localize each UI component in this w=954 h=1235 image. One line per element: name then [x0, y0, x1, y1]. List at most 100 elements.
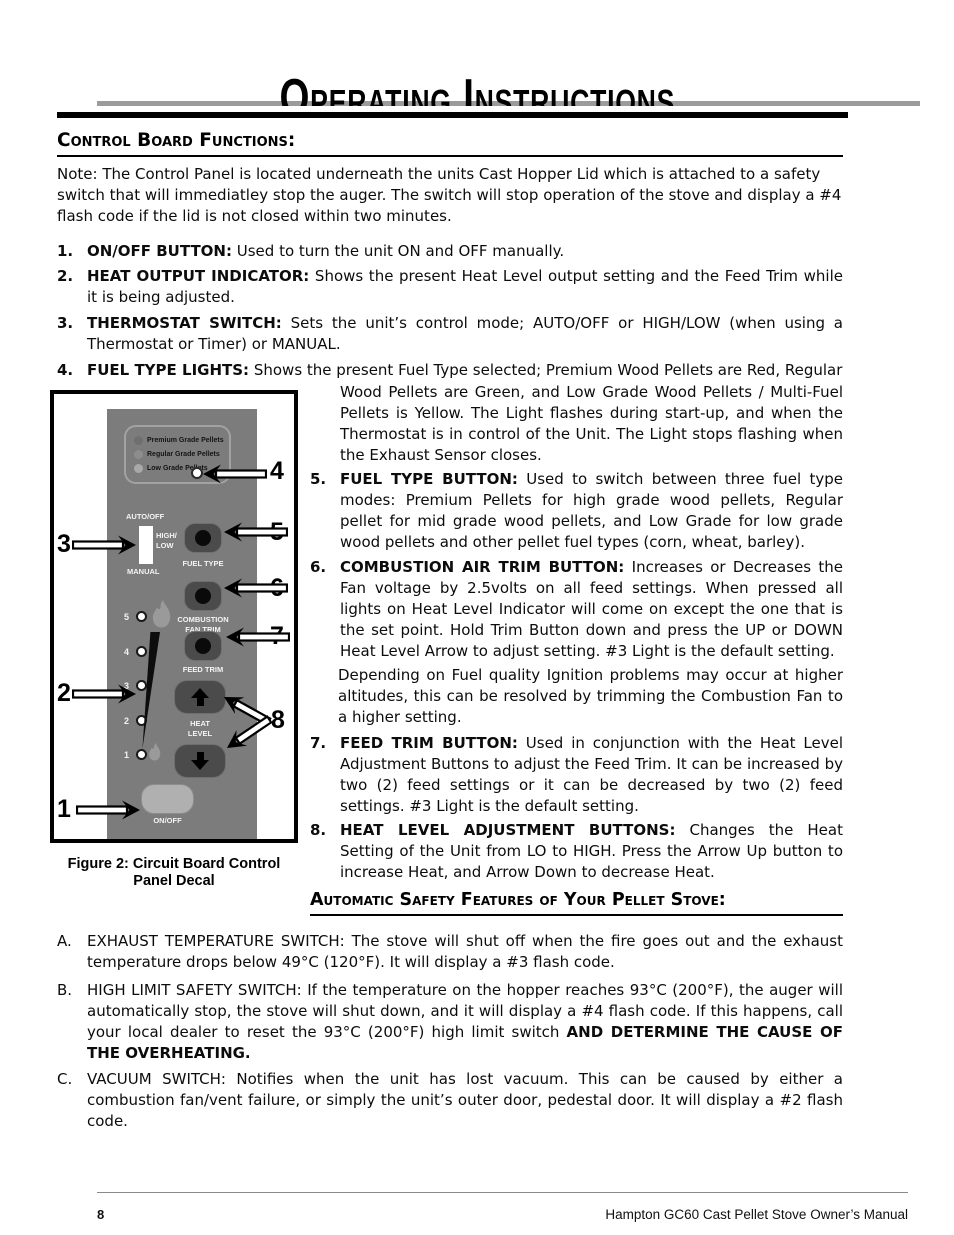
figure-2-control-panel: Premium Grade Pellets Regular Grade Pell… [50, 390, 298, 843]
page-title: Operating Instructions [0, 72, 954, 106]
item-label: COMBUSTION AIR TRIM BUTTON: [340, 558, 625, 576]
safety-features-heading: Automatic Safety Features of Your Pellet… [310, 890, 843, 916]
low-grade-led-icon [134, 463, 143, 473]
item-text: Shows the present Fuel Type selected; Pr… [253, 361, 843, 379]
callout-4: 4 [270, 457, 284, 485]
callout-arrow-1 [76, 800, 140, 820]
item-text: Sets the unit’s control mode; AUTO/OFF o… [87, 314, 843, 353]
feed-trim-button [184, 631, 222, 661]
fuel-indicator-led-icon [191, 467, 203, 479]
item-label: HEAT OUTPUT INDICATOR: [87, 267, 310, 285]
footer-rule [97, 1192, 908, 1193]
control-board-functions-heading: Control Board Functions: [57, 130, 843, 157]
regular-led-icon [134, 449, 143, 459]
item-number: 2. [57, 267, 74, 285]
list-item-6-extra: Depending on Fuel quality Ignition probl… [338, 666, 843, 726]
list-item-4: 4. FUEL TYPE LIGHTS: Shows the present F… [57, 360, 843, 381]
safety-item-b: B. HIGH LIMIT SAFETY SWITCH: If the temp… [57, 980, 843, 1064]
button-dot-icon [195, 588, 211, 604]
callout-8: 8 [271, 706, 285, 734]
heat-level-5-label: 5 [123, 612, 129, 622]
figure-caption-line1: Figure 2: Circuit Board Control [67, 856, 281, 872]
item-number: 3. [57, 314, 74, 332]
fuel-light-row: Low Grade Pellets [134, 463, 208, 473]
item-label: FUEL TYPE LIGHTS: [87, 361, 250, 379]
item-text: Increases or Decreases the Fan voltage b… [340, 558, 843, 660]
item-number: 4. [57, 361, 74, 379]
item-text: Changes the Heat Setting of the Unit fro… [340, 821, 843, 881]
figure-caption: Figure 2: Circuit Board Control Panel De… [50, 856, 298, 890]
callout-1: 1 [57, 795, 71, 823]
small-flame-icon [148, 743, 162, 761]
item-number: 8. [310, 821, 327, 839]
item-number: 5. [310, 470, 327, 488]
page-title-text: Operating Instructions [279, 72, 675, 106]
item-number: 7. [310, 734, 327, 752]
fuel-light-label: Premium Grade Pellets [147, 436, 224, 444]
safety-item-c: C. VACUUM SWITCH: Notifies when the unit… [57, 1069, 843, 1132]
heat-up-button [174, 680, 226, 714]
feed-trim-label: FEED TRIM [182, 665, 224, 674]
heat-led-4-icon [136, 646, 147, 657]
combustion-fan-trim-label: COMBUSTION FAN TRIM [177, 615, 229, 634]
item-text: Shows the present Heat Level output sett… [87, 267, 843, 306]
button-dot-icon [195, 638, 211, 654]
callout-arrow-2 [72, 684, 136, 704]
arrow-down-icon [191, 760, 209, 770]
heat-level-4-label: 4 [123, 647, 129, 657]
list-item-4-continued: Wood Pellets are Green, and Low Grade Wo… [340, 383, 843, 464]
item-number: 1. [57, 242, 74, 260]
item-text-bold: AND DETERMINE THE CAUSE OF THE OVERHEATI… [87, 1023, 844, 1062]
item-label: FEED TRIM BUTTON: [340, 734, 518, 752]
list-item-3: 3. THERMOSTAT SWITCH: Sets the unit’s co… [57, 313, 843, 355]
control-panel-decal: Premium Grade Pellets Regular Grade Pell… [107, 409, 257, 839]
item-text: EXHAUST TEMPERATURE SWITCH: The stove wi… [87, 932, 843, 971]
callout-3: 3 [57, 530, 71, 558]
heat-level-1-label: 1 [123, 750, 129, 760]
title-gray-rule [97, 101, 920, 106]
note-paragraph: Note: The Control Panel is located under… [57, 165, 842, 225]
figure-caption-line2: Panel Decal [133, 873, 215, 889]
callout-arrow-7 [226, 627, 290, 647]
safety-item-a: A. EXHAUST TEMPERATURE SWITCH: The stove… [57, 931, 843, 973]
fuel-light-label: Regular Grade Pellets [147, 450, 220, 458]
button-dot-icon [195, 530, 211, 546]
auto-off-label: AUTO/OFF [126, 512, 165, 521]
item-text: Used to turn the unit ON and OFF manuall… [236, 242, 565, 260]
item-label: THERMOSTAT SWITCH: [87, 314, 282, 332]
fuel-lights-box: Premium Grade Pellets Regular Grade Pell… [124, 425, 231, 484]
thermostat-switch [139, 526, 153, 564]
fuel-light-label: Low Grade Pellets [147, 464, 208, 472]
item-label: ON/OFF BUTTON: [87, 242, 232, 260]
callout-arrow-8-down [221, 711, 275, 757]
page-number: 8 [97, 1207, 105, 1222]
callout-arrow-6 [224, 578, 288, 598]
item-label: FUEL TYPE BUTTON: [340, 470, 518, 488]
callout-2: 2 [57, 679, 71, 707]
manual-label: MANUAL [127, 567, 160, 576]
item-text: HIGH LIMIT SAFETY SWITCH: If the tempera… [87, 981, 843, 1041]
title-black-rule [57, 112, 848, 118]
list-item-1: 1. ON/OFF BUTTON: Used to turn the unit … [57, 241, 843, 262]
flame-icon [151, 600, 173, 628]
item-text: VACUUM SWITCH: Notifies when the unit ha… [87, 1070, 843, 1130]
heat-led-1-icon [136, 749, 147, 760]
combustion-fan-trim-button [184, 581, 222, 611]
callout-arrow-4 [203, 464, 267, 484]
list-item-6: 6. COMBUSTION AIR TRIM BUTTON: Increases… [310, 557, 843, 662]
list-item-8: 8. HEAT LEVEL ADJUSTMENT BUTTONS: Change… [310, 820, 843, 883]
fuel-light-row: Premium Grade Pellets [134, 435, 224, 445]
item-text: Used in conjunction with the Heat Level … [340, 734, 843, 815]
heat-led-3-icon [136, 680, 147, 691]
list-item-5: 5. FUEL TYPE BUTTON: Used to switch betw… [310, 469, 843, 553]
on-off-label: ON/OFF [153, 816, 182, 825]
on-off-button [141, 784, 194, 814]
fuel-light-row: Regular Grade Pellets [134, 449, 220, 459]
list-item-7: 7. FEED TRIM BUTTON: Used in conjunction… [310, 733, 843, 817]
footer-manual-title: Hampton GC60 Cast Pellet Stove Owner’s M… [605, 1207, 908, 1222]
heat-down-button [174, 744, 226, 778]
arrow-up-icon [191, 688, 209, 698]
high-low-label: HIGH/ LOW [156, 531, 177, 550]
callout-arrow-5 [224, 522, 288, 542]
